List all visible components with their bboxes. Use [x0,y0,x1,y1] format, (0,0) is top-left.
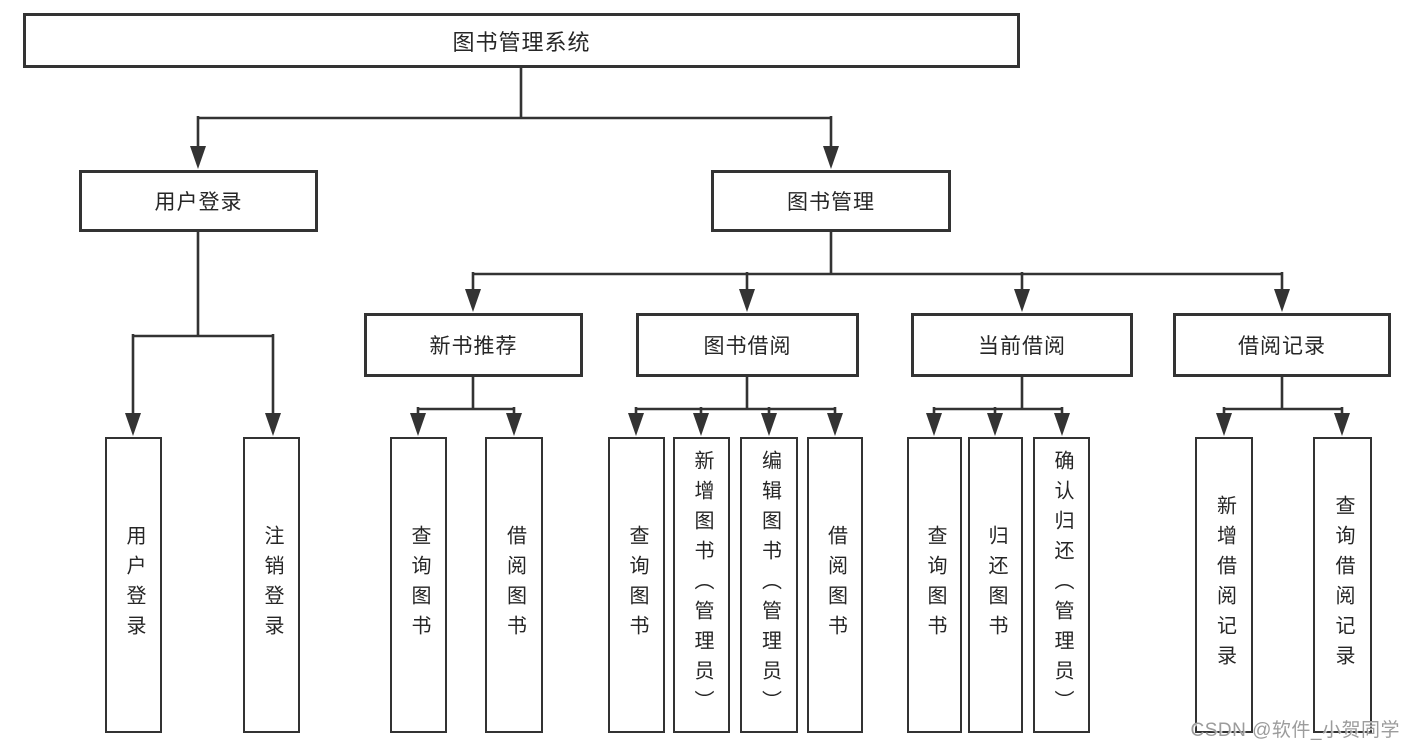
node-label: 查询图书 [924,525,946,645]
node-label: 查询图书 [626,525,648,645]
arrowheads [125,146,1350,436]
leaf-query-book-current: 查询图书 [907,437,962,733]
leaf-query-book: 查询图书 [608,437,665,733]
node-borrowing-records: 借阅记录 [1173,313,1391,377]
leaf-confirm-return-admin: 确认归还（管理员） [1033,437,1090,733]
leaf-logout: 注销登录 [243,437,300,733]
node-label: 确认归还（管理员） [1051,450,1073,720]
node-label: 注销登录 [261,525,283,645]
node-label: 用户登录 [154,191,243,214]
node-label: 编辑图书（管理员） [758,450,781,720]
node-book-borrowing: 图书借阅 [636,313,859,377]
node-label: 查询图书 [408,525,430,645]
leaf-query-book-recommend: 查询图书 [390,437,447,733]
node-label: 借阅记录 [1238,335,1326,358]
node-library-system: 图书管理系统 [23,13,1020,68]
node-current-borrowing: 当前借阅 [911,313,1133,377]
node-label: 借阅图书 [503,525,526,645]
leaf-add-book-admin: 新增图书（管理员） [673,437,730,733]
leaf-edit-book-admin: 编辑图书（管理员） [740,437,798,733]
leaf-add-borrow-record: 新增借阅记录 [1195,437,1253,733]
node-label: 查询借阅记录 [1332,495,1354,675]
node-label: 新增借阅记录 [1213,495,1236,675]
node-label: 新增图书（管理员） [691,450,713,720]
leaf-user-login: 用户登录 [105,437,162,733]
node-book-management: 图书管理 [711,170,951,232]
leaf-borrow-book: 借阅图书 [807,437,863,733]
node-label: 图书管理 [787,191,875,214]
node-new-book-recommend: 新书推荐 [364,313,583,377]
node-label: 图书借阅 [703,335,792,358]
node-label: 借阅图书 [824,525,847,645]
node-label: 用户登录 [123,525,145,645]
node-label: 图书管理系统 [452,29,591,55]
leaf-query-borrow-record: 查询借阅记录 [1313,437,1372,733]
leaf-return-book: 归还图书 [968,437,1023,733]
node-label: 新书推荐 [429,335,518,358]
node-label: 当前借阅 [978,335,1066,358]
csdn-watermark: CSDN @软件_小贺同学 [1190,720,1400,741]
leaf-borrow-book-recommend: 借阅图书 [485,437,543,733]
node-label: 归还图书 [985,525,1007,645]
node-user-login: 用户登录 [79,170,318,232]
